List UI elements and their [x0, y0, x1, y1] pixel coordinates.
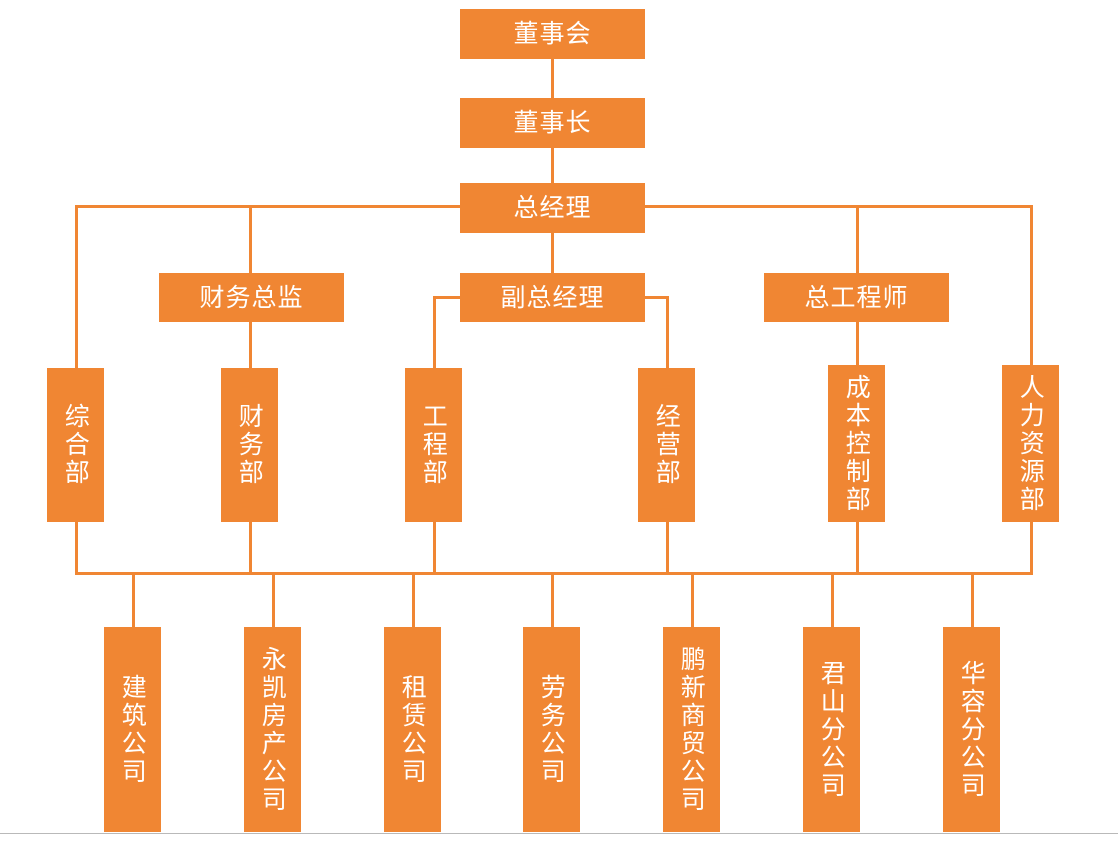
connector-bus-to-chief-engineer — [856, 205, 859, 273]
node-chairman-label: 董事长 — [513, 108, 592, 138]
connector-bus-to-cfo — [249, 205, 252, 273]
node-subsidiary-labor-label: 劳务公司 — [537, 673, 567, 786]
node-subsidiary-leasing[interactable]: 租赁公司 — [384, 627, 441, 832]
connector-finance-dept-down — [249, 521, 252, 574]
connector-bus-to-leasing-co — [412, 572, 415, 628]
connector-deputy-branch-left — [433, 296, 463, 299]
connector-gm-to-deputy — [551, 233, 554, 273]
connector-main-bus-right — [643, 205, 1033, 208]
connector-chief-engineer-to-cost-dept — [856, 322, 859, 367]
node-department-engineering-label: 工程部 — [419, 403, 449, 487]
connector-deputy-to-engineering-dept — [433, 296, 436, 370]
node-department-comprehensive-label: 综合部 — [61, 403, 91, 487]
connector-bus-to-pengxin-trade-co — [691, 572, 694, 628]
node-cfo-label: 财务总监 — [199, 282, 304, 312]
connector-hr-dept-down — [1030, 521, 1033, 574]
footer-divider — [0, 833, 1118, 834]
node-general-manager[interactable]: 总经理 — [460, 183, 645, 233]
node-subsidiary-yongkai-realestate[interactable]: 永凯房产公司 — [244, 627, 301, 832]
connector-main-bus-left — [75, 205, 462, 208]
node-deputy-general-manager-label: 副总经理 — [500, 282, 605, 312]
node-subsidiary-huarong-branch[interactable]: 华容分公司 — [943, 627, 1000, 832]
node-department-cost-control[interactable]: 成本控制部 — [828, 365, 885, 522]
node-chief-engineer[interactable]: 总工程师 — [764, 273, 949, 322]
node-subsidiary-labor[interactable]: 劳务公司 — [523, 627, 580, 832]
node-department-cost-control-label: 成本控制部 — [842, 373, 872, 514]
connector-bus-to-construction-co — [132, 572, 135, 628]
node-subsidiary-yongkai-realestate-label: 永凯房产公司 — [258, 645, 288, 814]
connector-bus-to-junshan-branch — [831, 572, 834, 628]
node-department-operations[interactable]: 经营部 — [638, 368, 695, 522]
connector-chairman-to-gm — [551, 148, 554, 183]
node-subsidiary-pengxin-trade[interactable]: 鹏新商贸公司 — [663, 627, 720, 832]
connector-cost-dept-down — [856, 521, 859, 574]
node-subsidiary-leasing-label: 租赁公司 — [398, 673, 428, 786]
node-board-of-directors[interactable]: 董事会 — [460, 9, 645, 59]
connector-bus-to-yongkai-realestate-co — [272, 572, 275, 628]
connector-cfo-to-finance-dept — [249, 322, 252, 370]
connector-deputy-branch-right — [641, 296, 669, 299]
connector-board-to-chairman — [551, 59, 554, 99]
node-chairman[interactable]: 董事长 — [460, 98, 645, 148]
node-subsidiary-junshan-branch-label: 君山分公司 — [817, 659, 847, 800]
node-general-manager-label: 总经理 — [513, 193, 592, 223]
connector-bus-to-huarong-branch — [971, 572, 974, 628]
connector-engineering-dept-down — [433, 521, 436, 574]
node-department-human-resources[interactable]: 人力资源部 — [1002, 365, 1059, 522]
node-department-finance[interactable]: 财务部 — [221, 368, 278, 522]
node-chief-engineer-label: 总工程师 — [804, 282, 909, 312]
node-subsidiary-pengxin-trade-label: 鹏新商贸公司 — [677, 645, 707, 814]
node-deputy-general-manager[interactable]: 副总经理 — [460, 273, 645, 322]
node-subsidiary-junshan-branch[interactable]: 君山分公司 — [803, 627, 860, 832]
connector-bus-to-comprehensive-dept — [75, 205, 78, 370]
node-subsidiary-construction[interactable]: 建筑公司 — [104, 627, 161, 832]
node-department-operations-label: 经营部 — [652, 403, 682, 487]
node-cfo[interactable]: 财务总监 — [159, 273, 344, 322]
node-department-engineering[interactable]: 工程部 — [405, 368, 462, 522]
connector-operations-dept-down — [666, 521, 669, 574]
connector-deputy-to-operations-dept — [666, 296, 669, 370]
node-board-of-directors-label: 董事会 — [513, 19, 592, 49]
connector-subsidiary-bus — [75, 572, 1033, 575]
connector-bus-to-labor-co — [551, 572, 554, 628]
connector-bus-to-hr-dept — [1030, 205, 1033, 367]
connector-comprehensive-dept-down — [75, 521, 78, 574]
node-department-comprehensive[interactable]: 综合部 — [47, 368, 104, 522]
node-subsidiary-huarong-branch-label: 华容分公司 — [957, 659, 987, 800]
node-department-human-resources-label: 人力资源部 — [1016, 373, 1046, 514]
node-subsidiary-construction-label: 建筑公司 — [118, 673, 148, 786]
node-department-finance-label: 财务部 — [235, 403, 265, 487]
